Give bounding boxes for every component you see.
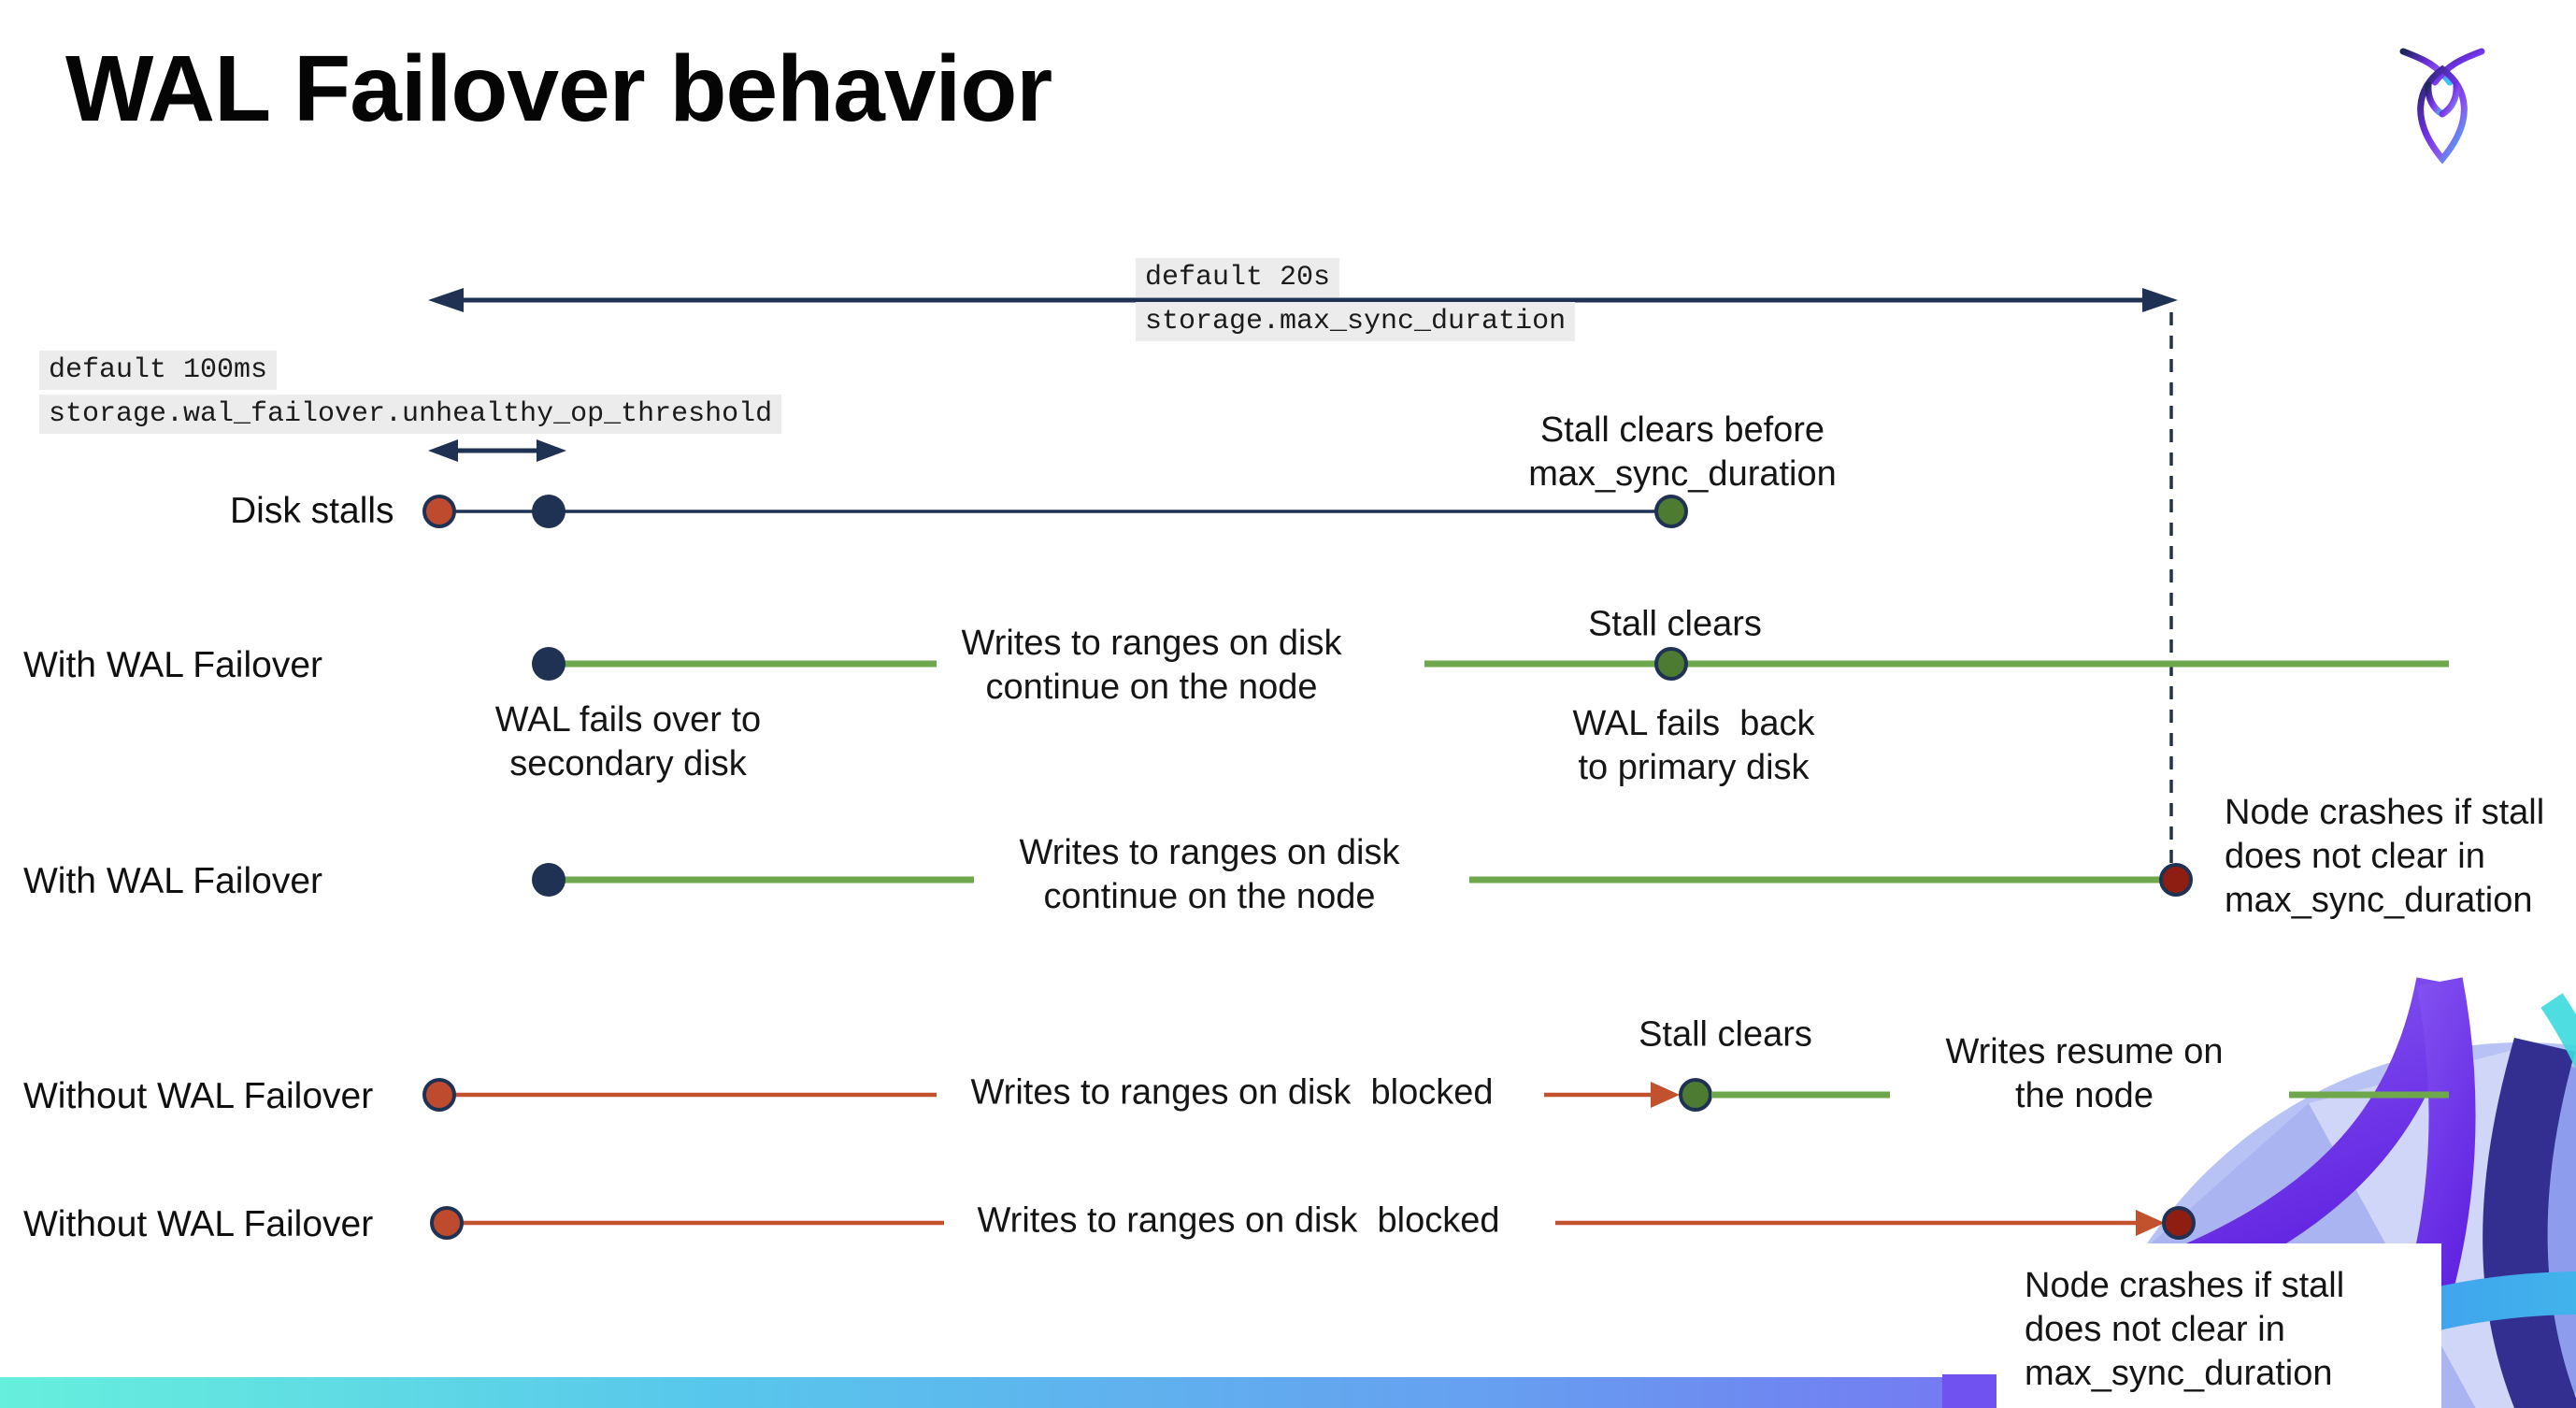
- failover-dot: [532, 863, 565, 897]
- disk-stall-start-dot: [422, 495, 456, 528]
- row-label-without-wal-failover-2: Without WAL Failover: [23, 1204, 374, 1244]
- annotation-writes-continue: Writes to ranges on disk continue on the…: [1019, 832, 1400, 916]
- row-label-with-wal-failover-2: With WAL Failover: [23, 861, 322, 901]
- annotation-writes-resume: Writes resume on the node: [1945, 1031, 2224, 1115]
- setting-name: storage.max_sync_duration: [1136, 302, 1576, 341]
- annotation-node-crashes-boxed: Node crashes if stall does not clear in …: [2025, 1266, 2345, 1394]
- cockroachdb-logo-icon: [2399, 48, 2485, 165]
- stall-clears-dot: [1654, 495, 1688, 528]
- disk-stall-start-dot: [430, 1206, 464, 1240]
- threshold-reached-dot: [532, 495, 565, 528]
- row-label-disk-stalls: Disk stalls: [230, 491, 394, 531]
- stall-clears-dot: [1679, 1078, 1712, 1112]
- annotation-stall-clears: Stall clears: [1639, 1014, 1812, 1055]
- annotation-wal-fails-over: WAL fails over to secondary disk: [494, 699, 762, 783]
- red-arrowhead: [1651, 1082, 1680, 1108]
- timeline-row-disk-stalls: [422, 495, 1688, 528]
- annotation-stall-clears: Stall clears: [1588, 604, 1762, 644]
- setting-default-value: default 100ms: [39, 351, 278, 390]
- node-crash-dot: [2162, 1206, 2196, 1240]
- timeline-row-with-failover-2: [532, 863, 2193, 897]
- failover-dot: [532, 647, 565, 681]
- red-arrowhead: [2136, 1210, 2165, 1236]
- unhealthy-op-threshold-arrow: [428, 439, 566, 462]
- stall-clears-dot: [1654, 647, 1688, 681]
- unhealthy-op-threshold-label: default 100ms storage.wal_failover.unhea…: [39, 351, 782, 438]
- annotation-writes-continue: Writes to ranges on disk continue on the…: [961, 623, 1342, 707]
- timeline-row-with-failover-1: [532, 647, 2449, 681]
- timeline-row-without-failover-2: [430, 1206, 2196, 1240]
- node-crash-dot: [2159, 863, 2193, 897]
- setting-default-value: default 20s: [1136, 258, 1340, 297]
- annotation-stall-clears-before: Stall clears before max_sync_duration: [1528, 409, 1837, 494]
- annotation-node-crashes: Node crashes if stall does not clear in …: [2225, 793, 2545, 921]
- row-label-with-wal-failover-1: With WAL Failover: [23, 645, 322, 685]
- page-title: WAL Failover behavior: [65, 36, 1052, 141]
- annotation-writes-blocked: Writes to ranges on disk blocked: [970, 1072, 1494, 1113]
- node-crash-callout-box: [1996, 1243, 2441, 1408]
- max-sync-duration-label: default 20s storage.max_sync_duration: [1136, 258, 1576, 346]
- max-sync-duration-arrow: [428, 288, 2178, 312]
- timeline-row-without-failover-1: [422, 1078, 2449, 1112]
- annotation-wal-fails-back: WAL fails back to primary disk: [1572, 703, 1815, 787]
- annotation-writes-blocked: Writes to ranges on disk blocked: [977, 1200, 1500, 1241]
- setting-name: storage.wal_failover.unhealthy_op_thresh…: [39, 395, 782, 434]
- row-label-without-wal-failover-1: Without WAL Failover: [23, 1076, 374, 1116]
- disk-stall-start-dot: [422, 1078, 456, 1112]
